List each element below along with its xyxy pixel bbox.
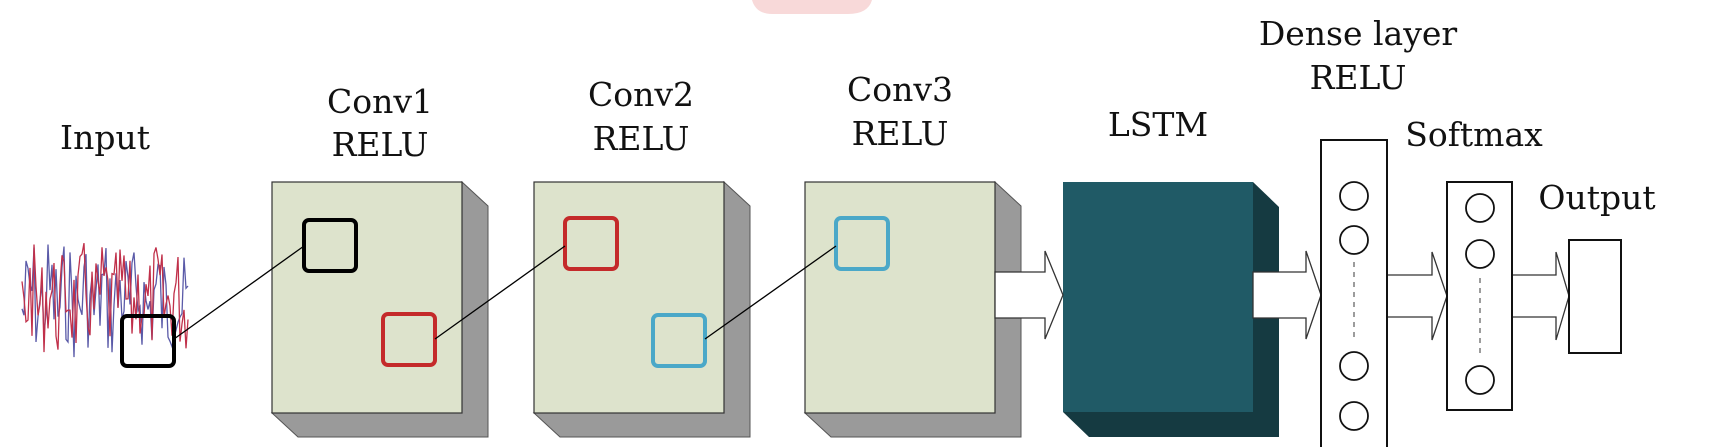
input-label: Input [60, 118, 150, 157]
lstm-block-front [1063, 182, 1253, 412]
conv2-kernel-square-bottom [651, 313, 707, 368]
arrow-lstm-to-dense [1252, 250, 1322, 340]
lstm-label: LSTM [1108, 105, 1208, 144]
dense-neuron-1 [1339, 181, 1369, 211]
output-box [1568, 239, 1622, 354]
arrow-softmax-to-output [1511, 251, 1570, 341]
softmax-neuron-3 [1465, 365, 1495, 395]
conv1-label: Conv1 [327, 82, 433, 121]
conv3-block-front [804, 181, 996, 414]
connector-conv1-conv2 [434, 245, 566, 340]
softmax-column [1446, 181, 1513, 411]
flow-arrows [994, 250, 1570, 341]
lstm-block-shadow [1063, 182, 1279, 437]
conv1-kernel-square-top [302, 218, 358, 273]
input-signal [21, 242, 189, 358]
arrow-dense-to-softmax [1386, 251, 1448, 341]
cropped-toolbar-fragment [752, 0, 872, 14]
conv2-activation-label: RELU [593, 119, 690, 158]
output-label: Output [1538, 178, 1655, 217]
conv2-kernel-square-top [563, 216, 619, 271]
conv3-activation-label: RELU [852, 114, 949, 153]
input-kernel-square [120, 314, 176, 368]
conv1-kernel-square-bottom [381, 312, 437, 367]
conv2-block-front [533, 181, 725, 414]
conv3-kernel-square [834, 216, 890, 271]
conv2-label: Conv2 [588, 75, 694, 114]
softmax-neuron-2 [1465, 239, 1495, 269]
kernel-connectors [173, 245, 837, 340]
lstm-block [1063, 182, 1279, 437]
connector-conv2-conv3 [704, 245, 837, 340]
connector-input-conv1 [173, 245, 305, 340]
softmax-label: Softmax [1405, 115, 1543, 154]
dense-layer-column [1320, 139, 1388, 447]
dense-neuron-2 [1339, 225, 1369, 255]
conv3-label: Conv3 [847, 70, 953, 109]
dense-layer-label: Dense layer [1259, 14, 1458, 53]
input-signal-trace-blue [21, 244, 189, 358]
dense-neuron-4 [1339, 401, 1369, 431]
dense-neuron-3 [1339, 351, 1369, 381]
arrow-conv3-to-lstm [994, 250, 1064, 340]
softmax-neuron-1 [1465, 193, 1495, 223]
conv1-activation-label: RELU [332, 125, 429, 164]
dense-activation-label: RELU [1310, 58, 1407, 97]
input-signal-trace-red [21, 242, 189, 353]
conv1-block-front [271, 181, 463, 414]
